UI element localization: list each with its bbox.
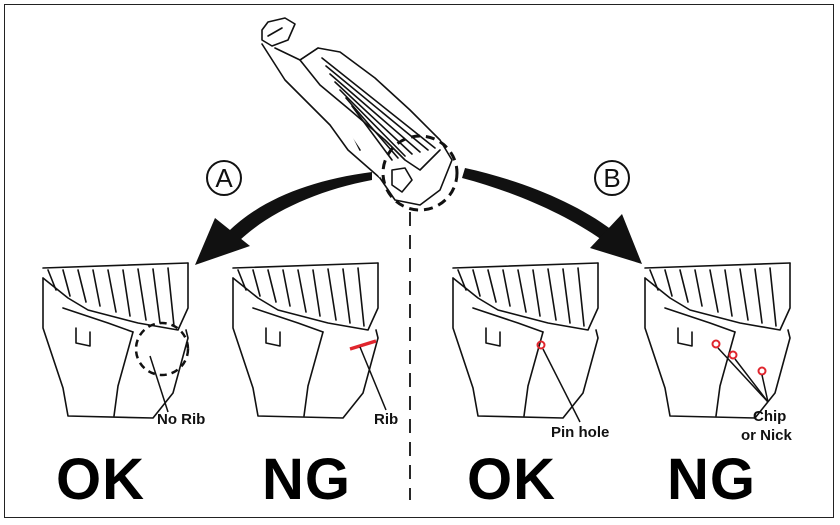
marker-b: B xyxy=(594,160,630,196)
detail-circle-no-rib xyxy=(134,321,190,377)
verdict-b-ng: NG xyxy=(667,447,756,512)
leader-rib xyxy=(359,346,387,411)
verdict-a-ok: OK xyxy=(56,447,145,512)
chip-mark-1 xyxy=(711,339,721,349)
arrow-a xyxy=(195,172,372,265)
callout-or-nick: or Nick xyxy=(741,427,792,444)
leader-chip xyxy=(717,347,769,403)
callout-chip: Chip xyxy=(753,408,787,425)
detail-circle-top xyxy=(381,134,459,212)
verdict-b-ok: OK xyxy=(467,447,556,512)
pin-hole-mark xyxy=(536,340,546,350)
panel-a-ok xyxy=(42,262,189,419)
top-part-illustration xyxy=(261,17,453,206)
chip-mark-2 xyxy=(728,350,738,360)
marker-a: A xyxy=(206,160,242,196)
panel-a-ng xyxy=(232,262,379,419)
panel-b-ok xyxy=(452,262,599,419)
verdict-a-ng: NG xyxy=(262,447,351,512)
leader-pin-hole xyxy=(542,348,581,423)
diagram-frame xyxy=(4,4,834,518)
callout-rib: Rib xyxy=(374,411,399,428)
callout-no-rib: No Rib xyxy=(157,411,206,428)
callout-pin-hole: Pin hole xyxy=(551,424,610,441)
arrow-b xyxy=(462,168,642,264)
panel-b-ng xyxy=(644,262,791,419)
leader-no-rib xyxy=(149,355,169,413)
rib-defect-mark xyxy=(349,339,377,351)
chip-mark-3 xyxy=(757,366,767,376)
